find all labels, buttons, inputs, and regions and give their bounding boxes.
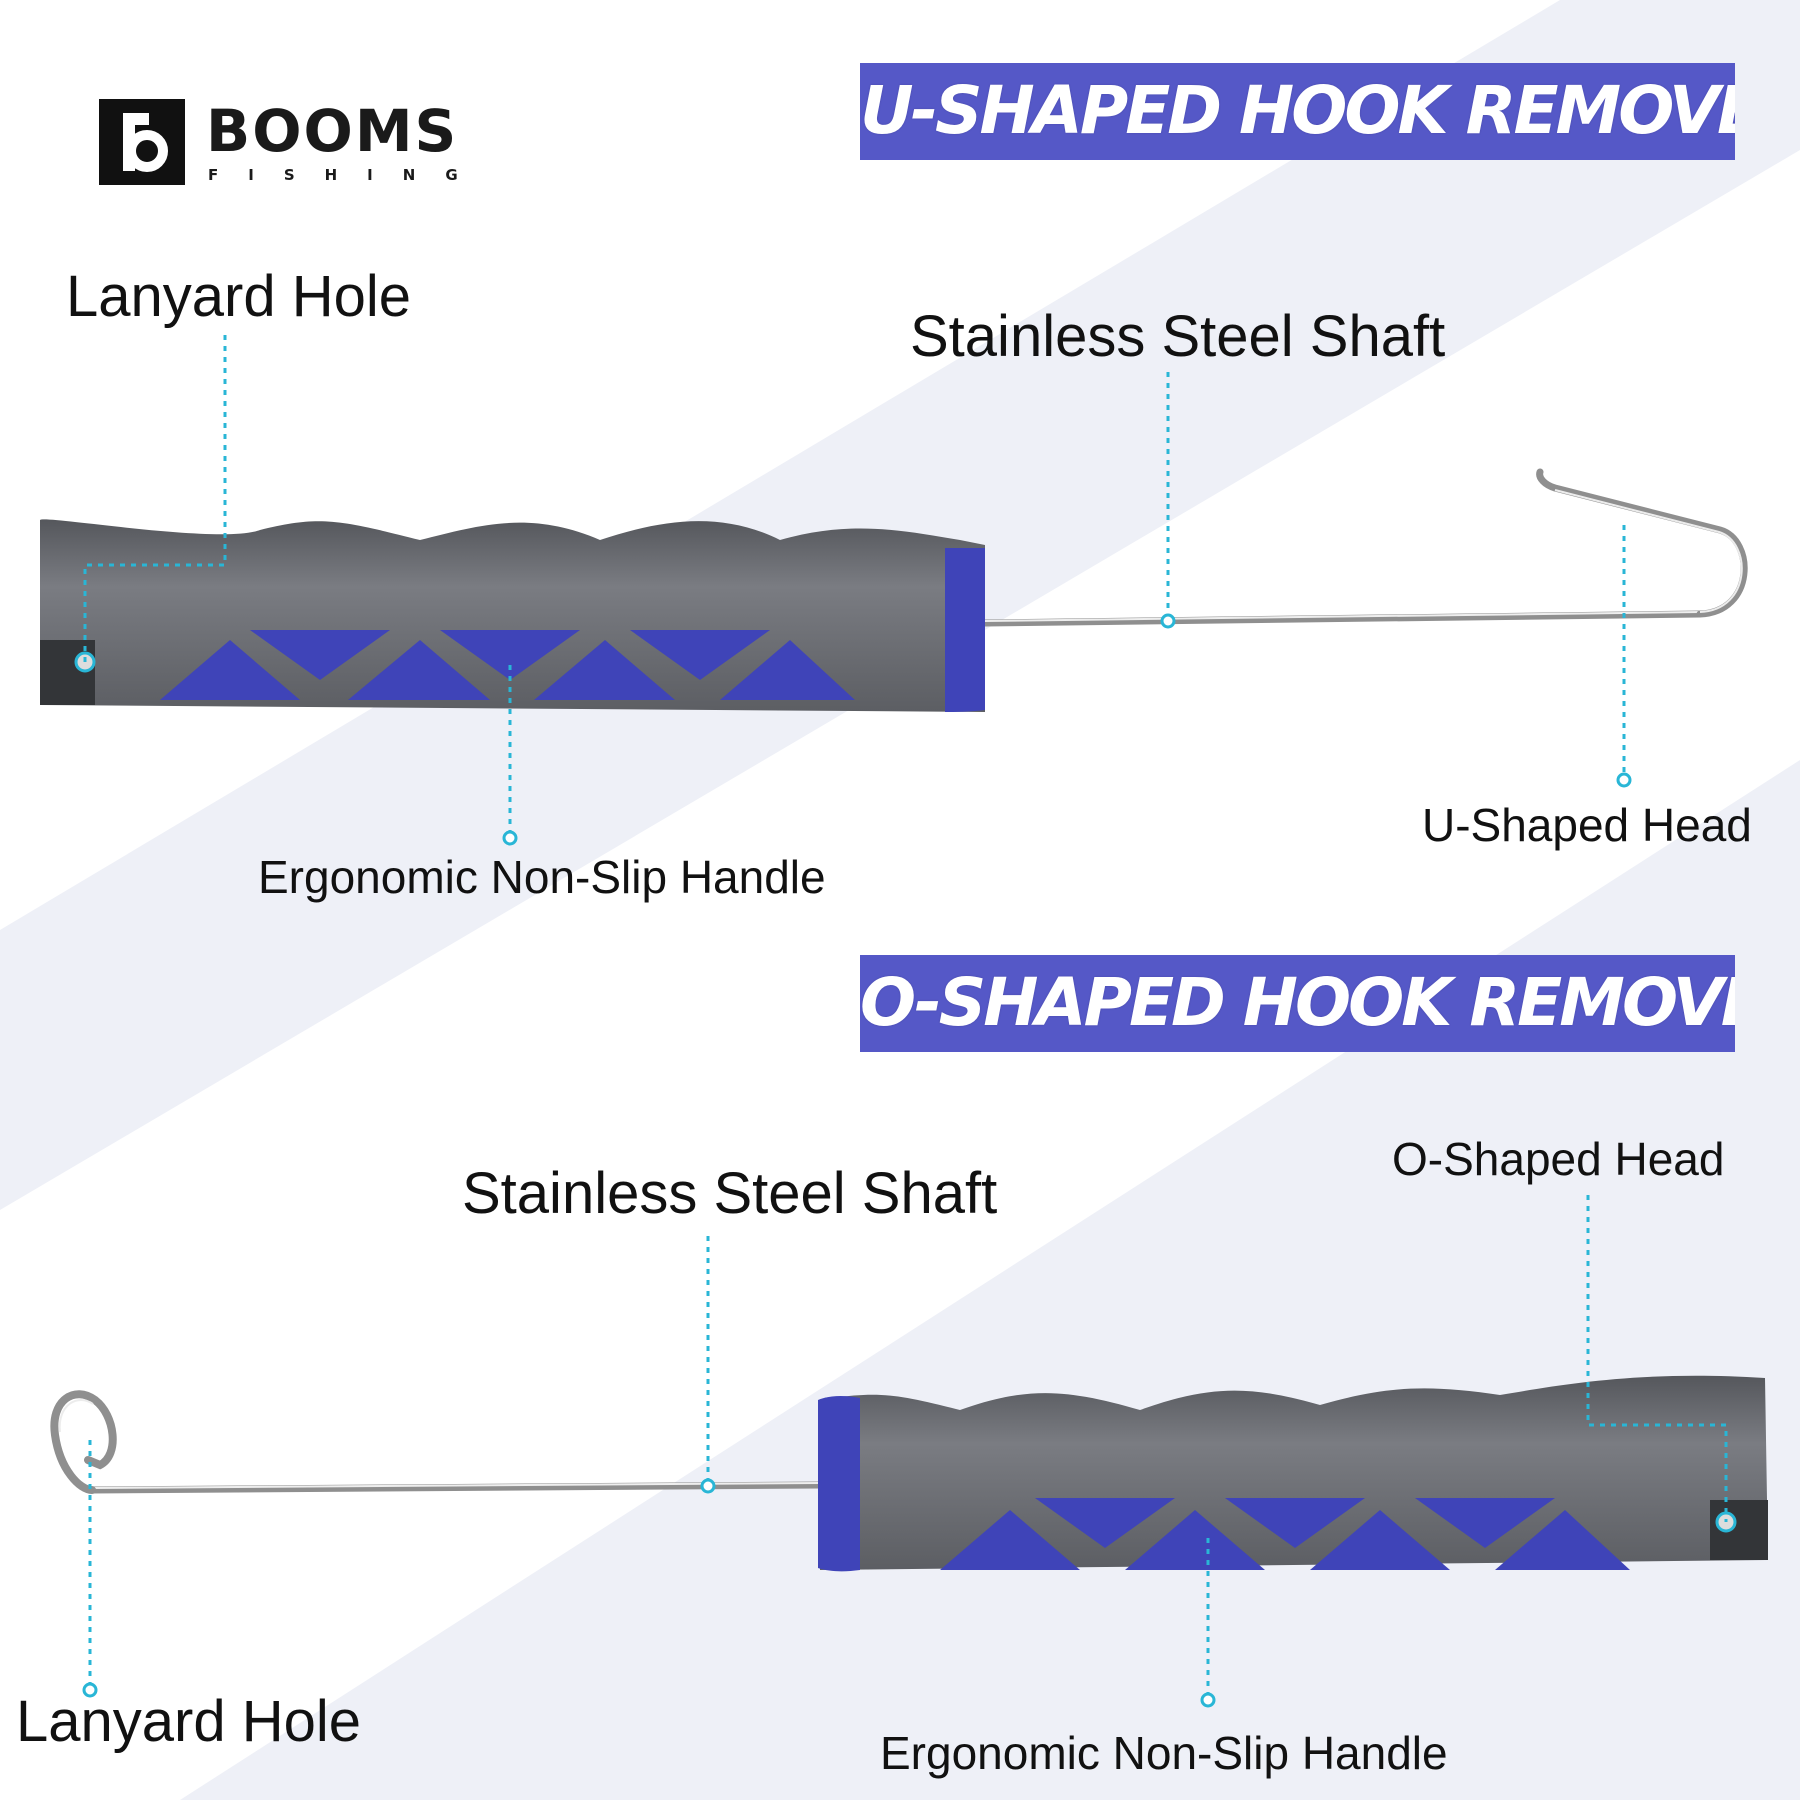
u-shaped-title: U-SHAPED HOOK REMOVER [860,72,1735,149]
u-lanyard-hole-label: Lanyard Hole [66,264,411,329]
o-head [50,1390,117,1494]
brand-tagline: FISHING [208,166,488,184]
brand-name: BOOMS [206,97,459,165]
o-shaft [91,1481,821,1494]
u-head [1536,468,1748,618]
u-handle-label: Ergonomic Non-Slip Handle [258,851,826,903]
u-shaft [984,610,1701,627]
o-shaft-label: Stainless Steel Shaft [462,1161,998,1226]
o-lanyard-hole-label: Lanyard Hole [16,1689,361,1754]
o-shaped-title-banner: O-SHAPED HOOK REMOVER [860,955,1735,1052]
o-shaped-title: O-SHAPED HOOK REMOVER [860,964,1735,1041]
o-handle [820,1375,1768,1570]
o-head-label: O-Shaped Head [1392,1133,1725,1185]
u-shaped-title-banner: U-SHAPED HOOK REMOVER [860,63,1735,160]
u-lanyard-callout-line [83,335,227,662]
brand-logo-icon [99,99,185,185]
o-head-callout-line [1586,1195,1728,1522]
u-handle [40,519,985,712]
u-shaft-label: Stainless Steel Shaft [910,304,1446,369]
u-head-label: U-Shaped Head [1422,799,1752,851]
o-handle-label: Ergonomic Non-Slip Handle [880,1727,1448,1779]
